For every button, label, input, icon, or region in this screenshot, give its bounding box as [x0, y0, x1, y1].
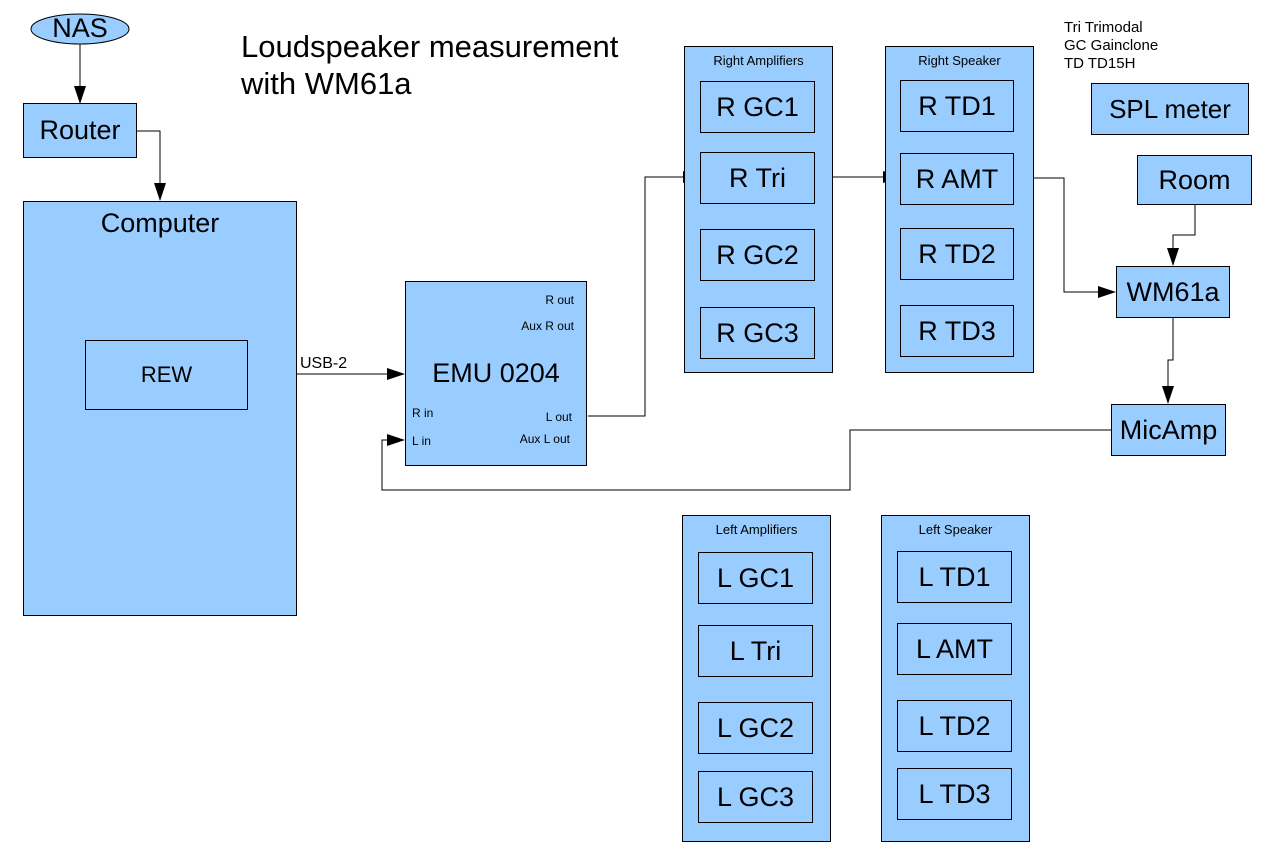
amp-label: L Tri	[729, 635, 782, 666]
title-line-2: with WM61a	[241, 66, 412, 101]
driver-box: R TD3	[900, 305, 1014, 357]
driver-label: L TD2	[918, 710, 991, 741]
amp-box: L GC2	[698, 702, 813, 754]
driver-label: L TD1	[918, 561, 991, 592]
router-to-computer	[137, 130, 166, 201]
amp-box: L Tri	[698, 625, 813, 677]
router-node: Router	[23, 103, 137, 158]
amp-box: R GC1	[700, 81, 815, 133]
room-to-wm61a	[1167, 204, 1196, 266]
title-line-1: Loudspeaker measurement	[241, 29, 619, 64]
driver-box: R TD1	[900, 80, 1014, 132]
driver-label: R AMT	[915, 163, 999, 194]
rew-node: REW	[85, 340, 248, 410]
driver-label: R TD1	[918, 90, 996, 121]
legend-item: GC Gainclone	[1064, 37, 1159, 54]
abbreviation-legend: Tri Trimodal GC Gainclone TD TD15H	[1064, 19, 1158, 73]
wm61a-label: WM61a	[1126, 276, 1220, 307]
driver-label: L TD3	[918, 778, 991, 809]
emu-r-in-label: R in	[412, 406, 434, 420]
driver-label: L AMT	[915, 633, 994, 664]
right-speaker-title: Right Speaker	[918, 53, 1001, 68]
router-label: Router	[39, 115, 121, 145]
amp-label: R GC1	[716, 91, 799, 122]
emu-l-out-label: L out	[545, 410, 572, 424]
rew-label: REW	[140, 362, 193, 387]
amp-label: R GC2	[716, 239, 799, 270]
room-node: Room	[1137, 155, 1252, 205]
diagram-title: Loudspeaker measurement with WM61a	[241, 28, 618, 102]
legend-item: Tri Trimodal	[1064, 19, 1143, 36]
spl-meter-label: SPL meter	[1109, 93, 1231, 124]
nas-label: NAS	[52, 13, 108, 43]
spl-meter-node: SPL meter	[1091, 83, 1249, 135]
right-amplifiers-title: Right Amplifiers	[713, 53, 804, 68]
room-label: Room	[1158, 164, 1231, 195]
legend-item: TD TD15H	[1064, 55, 1136, 72]
driver-box: R AMT	[900, 153, 1014, 205]
emu-name-label: EMU 0204	[432, 358, 560, 388]
driver-box: L TD2	[897, 700, 1012, 752]
amp-box: L GC1	[698, 552, 813, 604]
driver-box: R TD2	[900, 228, 1014, 280]
emu-r-out-label: R out	[545, 293, 574, 307]
usb-label: USB-2	[300, 355, 348, 372]
amp-label: L GC1	[716, 562, 795, 593]
driver-box: L AMT	[897, 623, 1012, 675]
driver-box: L TD1	[897, 551, 1012, 603]
amp-box: L GC3	[698, 771, 813, 823]
emu-l-in-label: L in	[412, 434, 431, 448]
emu-0204-node: R out Aux R out EMU 0204 R in L in L out…	[405, 281, 587, 466]
left-speaker-title: Left Speaker	[918, 522, 993, 537]
emu-to-r-tri	[588, 171, 701, 417]
micamp-to-emu-lin	[381, 429, 1112, 491]
r-amt-to-wm61a	[1014, 177, 1116, 298]
driver-label: R TD3	[918, 315, 996, 346]
emu-aux-r-out-label: Aux R out	[521, 319, 574, 333]
amp-label: L GC2	[716, 712, 795, 743]
micamp-label: MicAmp	[1119, 414, 1218, 445]
micamp-node: MicAmp	[1111, 404, 1226, 456]
amp-label: R GC3	[716, 317, 799, 348]
amp-label: L GC3	[716, 781, 795, 812]
wm61a-to-micamp	[1162, 318, 1174, 404]
wm61a-node: WM61a	[1116, 266, 1230, 318]
amp-label: R Tri	[729, 162, 786, 193]
amp-box: R Tri	[700, 152, 815, 204]
driver-box: L TD3	[897, 768, 1012, 820]
computer-label: Computer	[100, 208, 220, 238]
emu-aux-l-out-label: Aux L out	[519, 432, 570, 446]
amp-box: R GC2	[700, 229, 815, 281]
left-amplifiers-title: Left Amplifiers	[715, 522, 798, 537]
driver-label: R TD2	[918, 238, 996, 269]
amp-box: R GC3	[700, 307, 815, 359]
